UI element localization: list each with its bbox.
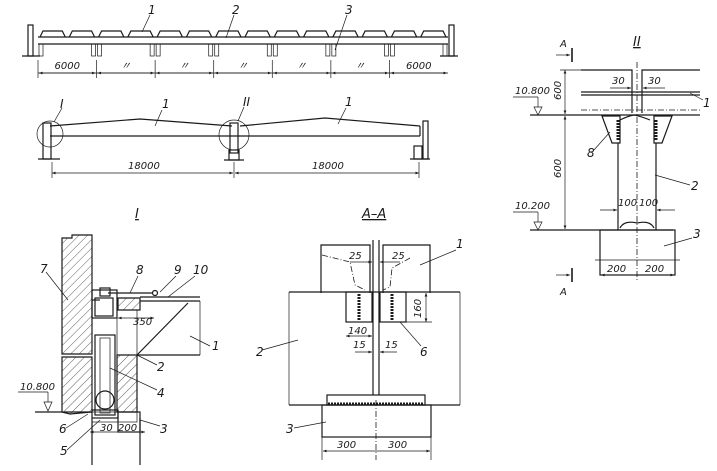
elevation-label-1: 1 [148,3,156,17]
detail-II-dim-600b: 600 [553,159,564,178]
detail-II-label-1: 1 [703,96,711,110]
column [149,43,155,57]
span-dim-1: 18000 [128,161,160,172]
section-AA-dim-25b: 25 [392,251,405,262]
section-label-1a: 1 [162,97,170,111]
section-label-1b: 1 [345,95,353,109]
roof-slab [390,30,418,38]
detail-I-label-10: 10 [193,263,209,277]
longitudinal-elevation: 1 2 3 6000 〃 〃 〃 〃 〃 6000 [22,3,458,78]
detail-I-dim-350: 350 [133,317,152,328]
section-AA-dim-140: 140 [348,326,367,337]
detail-I-label-7: 7 [40,262,48,276]
roof-slab [273,30,301,38]
detail-I-label-5: 5 [60,444,68,458]
section-AA-dim-300b: 300 [388,440,407,451]
span-dim-2: 18000 [312,161,344,172]
detail-I-dim-30: 30 [100,423,113,434]
section-AA-label-6: 6 [420,345,428,359]
detail-I-label-2: 2 [157,360,165,374]
roof-slab [39,30,66,38]
roof-slab [244,30,271,38]
detail-I-label-6: 6 [59,422,67,436]
detail-I-label-4: 4 [157,386,165,400]
detail-II-label-3: 3 [693,227,701,241]
roof-slab [127,30,154,38]
section-AA-dim-15a: 15 [353,340,366,351]
detail-II-dim-100a: 100 [618,198,637,209]
detail-mark-I: I [60,97,64,111]
detail-II-dim-600a: 600 [553,81,564,100]
section-AA-label-1: 1 [456,237,464,251]
cross-section: I II 1 1 18000 18000 [36,95,430,178]
section-A-A: A–A 300 300 25 25 160 140 15 [256,207,464,460]
detail-I-label-3: 3 [160,422,168,436]
detail-II-label-2: 2 [691,179,699,193]
detail-II-level-bottom: 10.200 [515,201,550,212]
roof-slab [332,30,359,38]
roof-slab [361,30,388,38]
bay-dim-label: 〃 [297,61,307,72]
column [384,43,389,57]
detail-II-dim-200b: 200 [645,264,664,275]
column [442,43,448,57]
bay-dim-label: 6000 [406,61,431,72]
detail-I-dim-200: 200 [118,423,137,434]
bay-dim-label: 6000 [55,61,80,72]
roof-slab [156,30,183,38]
column [272,43,278,57]
detail-I: I 10.800 350 30 200 7 [18,207,220,465]
bay-dim-label: 〃 [121,61,131,72]
roof-slab [303,30,330,38]
detail-I-title: I [135,207,139,222]
elevation-label-3: 3 [345,3,353,17]
section-AA-dim-25a: 25 [349,251,362,262]
section-mark-top: A [559,39,567,50]
column [38,43,44,57]
detail-II-dim-200a: 200 [607,264,626,275]
detail-II-dim-30a: 30 [612,76,625,87]
section-AA-dim-15b: 15 [385,340,398,351]
elevation-label-2: 2 [232,3,240,17]
column [155,43,161,57]
detail-I-label-8: 8 [136,263,144,277]
roof-slab [420,30,447,38]
detail-mark-II: II [243,95,251,109]
section-AA-title: A–A [361,207,386,222]
detail-II: II A A 600 600 30 30 100 100 [513,35,711,298]
section-mark-bottom: A [559,287,567,298]
detail-II-level-top: 10.800 [515,86,550,97]
section-AA-dim-160: 160 [413,299,424,318]
roof-slab [98,30,125,38]
detail-I-label-1: 1 [212,339,220,353]
column [214,43,220,57]
column [91,43,96,57]
bay-dim-label: 〃 [179,61,189,72]
roof-slab [68,30,96,38]
detail-I-level: 10.800 [20,382,55,393]
detail-II-dim-100b: 100 [639,198,658,209]
bay-dim-label: 〃 [355,61,365,72]
column [208,43,214,57]
detail-II-label-8: 8 [587,146,595,160]
section-AA-label-3: 3 [286,422,294,436]
column [390,43,395,57]
section-AA-dim-300a: 300 [337,440,356,451]
column [325,43,331,57]
column [97,43,102,57]
column [266,43,272,57]
detail-I-label-9: 9 [174,263,182,277]
detail-II-dim-30b: 30 [648,76,661,87]
bay-dim-label: 〃 [238,61,248,72]
roof-slab [185,30,213,38]
section-AA-label-2: 2 [256,345,264,359]
detail-II-title: II [633,35,641,50]
